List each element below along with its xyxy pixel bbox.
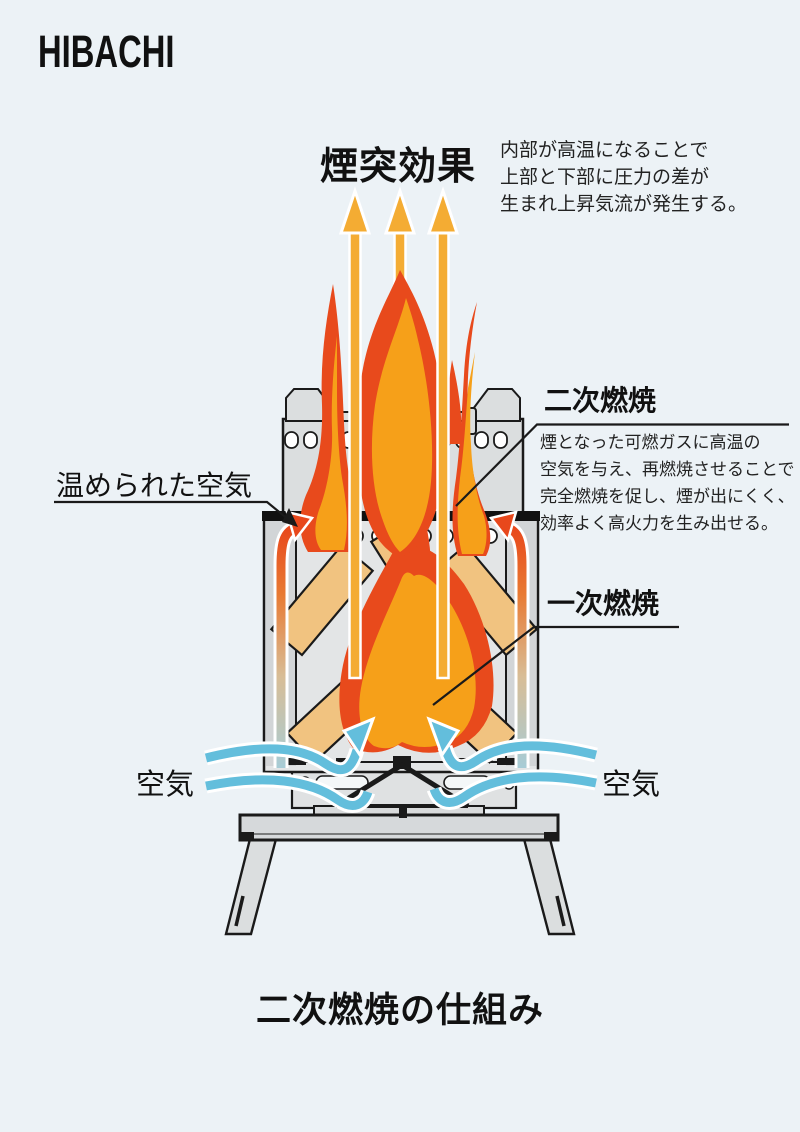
chimney-arrow-right: [426, 186, 460, 680]
secondary-desc-line: 空気を与え、再燃焼させることで: [540, 460, 795, 479]
secondary-desc-line: 完全燃焼を促し、煙が出にくく、: [540, 487, 795, 506]
base-platform: [238, 813, 560, 842]
warmed-air-label: 温められた空気: [56, 470, 253, 501]
air-arrow-left: [204, 716, 376, 813]
chimney-desc-line: 生まれ上昇気流が発生する。: [500, 194, 748, 215]
chimney-effect-description: 内部が高温になることで 上部と下部に圧力の差が 生まれ上昇気流が発生する。: [500, 137, 747, 218]
primary-combustion-title: 一次燃焼: [547, 588, 660, 619]
primary-leader: [432, 625, 679, 706]
primary-flame: [339, 538, 494, 753]
chimney-effect-title: 煙突効果: [320, 146, 477, 188]
stove-legs: [224, 837, 576, 936]
air-label-right: 空気: [602, 769, 661, 801]
air-arrow-right: [426, 716, 598, 810]
wall-air-arrows: [273, 510, 530, 768]
flames: [300, 270, 494, 753]
warmed-air-leader: [54, 500, 290, 521]
side-flame-right: [447, 302, 491, 556]
secondary-leader: [455, 423, 789, 507]
secondary-combustion-description: 煙となった可燃ガスに高温の 空気を与え、再燃焼させることで 完全燃焼を促し、煙が…: [540, 429, 795, 537]
secondary-desc-line: 煙となった可燃ガスに高温の: [540, 433, 761, 452]
chimney-arrow-left: [338, 186, 372, 680]
air-label-left: 空気: [136, 769, 195, 801]
secondary-combustion-title: 二次燃焼: [544, 385, 657, 416]
secondary-flame: [356, 270, 445, 558]
chimney-desc-line: 上部と下部に圧力の差が: [500, 167, 710, 188]
warmed-air-arrowhead: [282, 508, 298, 527]
intake-air-arrows: [204, 716, 598, 813]
secondary-desc-line: 効率よく高火力を生み出せる。: [540, 514, 778, 533]
diagram-caption: 二次燃焼の仕組み: [255, 991, 544, 1030]
leader-lines: [54, 423, 789, 706]
chimney-desc-line: 内部が高温になることで: [500, 140, 709, 161]
side-flame-left: [300, 284, 356, 552]
brand-logo: HIBACHI: [38, 26, 175, 77]
deflector: [334, 762, 470, 809]
